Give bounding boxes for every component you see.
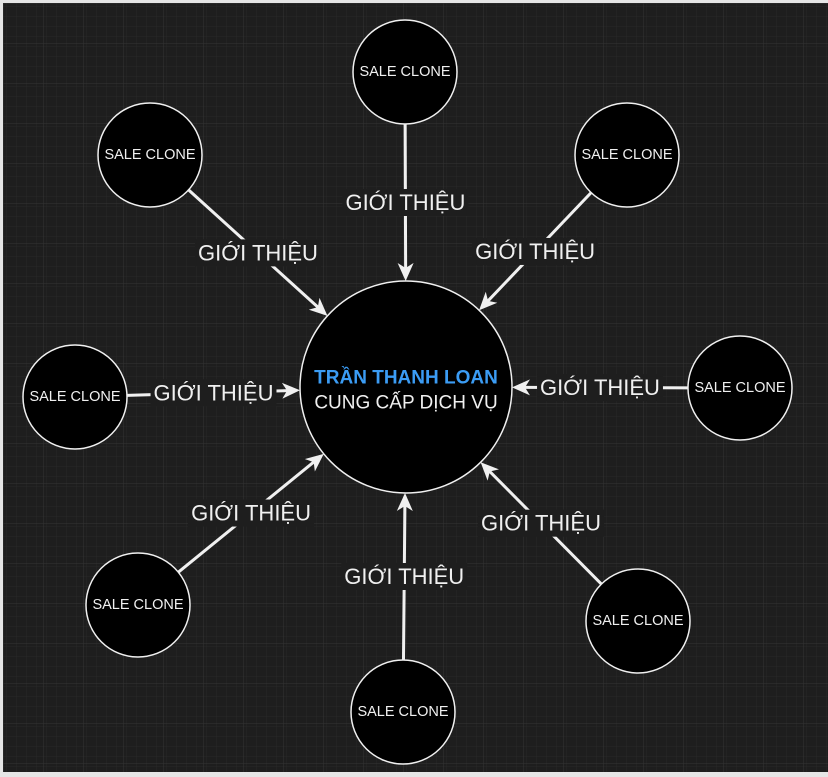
center-node[interactable]: TRẦN THANH LOAN CUNG CẤP DỊCH VỤ [299, 280, 513, 494]
sale-clone-circle-top[interactable] [352, 19, 458, 125]
node-layer: SALE CLONE SALE CLONE SALE CLONE SALE CLONE… [22, 19, 793, 765]
center-node-circle[interactable] [299, 280, 513, 494]
sale-clone-label-top: SALE CLONE [359, 64, 450, 80]
sale-clone-circle-bottom[interactable] [350, 659, 456, 765]
edge-bottom-right[interactable]: GIỚI THIỆU [478, 462, 604, 586]
edge-label-background-bottom-right [478, 509, 604, 537]
sale-clone-node-top-right[interactable]: SALE CLONE [574, 102, 680, 208]
edge-top-left[interactable]: GIỚI THIỆU [187, 188, 328, 316]
center-node-subtitle: CUNG CẤP DỊCH VỤ [314, 392, 497, 414]
sale-clone-node-top[interactable]: SALE CLONE [352, 19, 458, 125]
sale-clone-label-bottom-right: SALE CLONE [592, 613, 683, 629]
edge-label-right: GIỚI THIỆU [540, 375, 660, 400]
edge-label-background-top-right [472, 237, 599, 265]
edge-label-bottom-left: GIỚI THIỆU [191, 501, 311, 526]
sale-clone-label-top-right: SALE CLONE [581, 147, 672, 163]
edge-bottom[interactable]: GIỚI THIỆU [341, 492, 468, 661]
edge-top[interactable]: GIỚI THIỆU [342, 123, 469, 282]
sale-clone-node-bottom-left[interactable]: SALE CLONE [85, 552, 191, 658]
sale-clone-circle-top-right[interactable] [574, 102, 680, 208]
edge-top-right[interactable]: GIỚI THIỆU [472, 191, 599, 311]
sale-clone-label-left: SALE CLONE [29, 389, 120, 405]
edge-label-background-left [150, 379, 277, 407]
edge-label-background-top-left [195, 239, 321, 267]
edge-label-background-top [342, 189, 469, 217]
edge-label-top-left: GIỚI THIỆU [198, 240, 318, 265]
edge-label-top: GIỚI THIỆU [345, 190, 465, 215]
edge-bottom-left[interactable]: GIỚI THIỆU [177, 453, 324, 574]
sale-clone-node-right[interactable]: SALE CLONE [687, 335, 793, 441]
sale-clone-label-top-left: SALE CLONE [104, 147, 195, 163]
center-node-title: TRẦN THANH LOAN [314, 367, 498, 389]
edge-label-background-bottom [341, 562, 468, 590]
edge-label-left: GIỚI THIỆU [154, 380, 274, 405]
edge-label-background-bottom-left [188, 499, 315, 527]
edge-right[interactable]: GIỚI THIỆU [511, 374, 689, 402]
sale-clone-node-bottom-right[interactable]: SALE CLONE [585, 568, 691, 674]
edge-label-background-right [537, 374, 663, 402]
sale-clone-node-bottom[interactable]: SALE CLONE [350, 659, 456, 765]
sale-clone-label-bottom-left: SALE CLONE [92, 597, 183, 613]
sale-clone-node-top-left[interactable]: SALE CLONE [97, 102, 203, 208]
edge-label-top-right: GIỚI THIỆU [475, 239, 595, 264]
sale-clone-label-bottom: SALE CLONE [357, 704, 448, 720]
sale-clone-node-left[interactable]: SALE CLONE [22, 344, 128, 450]
edge-label-bottom: GIỚI THIỆU [344, 564, 464, 589]
sale-clone-circle-left[interactable] [22, 344, 128, 450]
sale-clone-circle-top-left[interactable] [97, 102, 203, 208]
edge-layer: GIỚI THIỆU GIỚI THIỆU GIỚI THIỆU GIỚI THIỆU… [126, 123, 689, 661]
sale-clone-circle-bottom-left[interactable] [85, 552, 191, 658]
edge-left[interactable]: GIỚI THIỆU [126, 379, 301, 407]
edge-label-bottom-right: GIỚI THIỆU [481, 511, 601, 536]
sale-clone-circle-bottom-right[interactable] [585, 568, 691, 674]
sale-clone-circle-right[interactable] [687, 335, 793, 441]
sale-clone-label-right: SALE CLONE [694, 380, 785, 396]
